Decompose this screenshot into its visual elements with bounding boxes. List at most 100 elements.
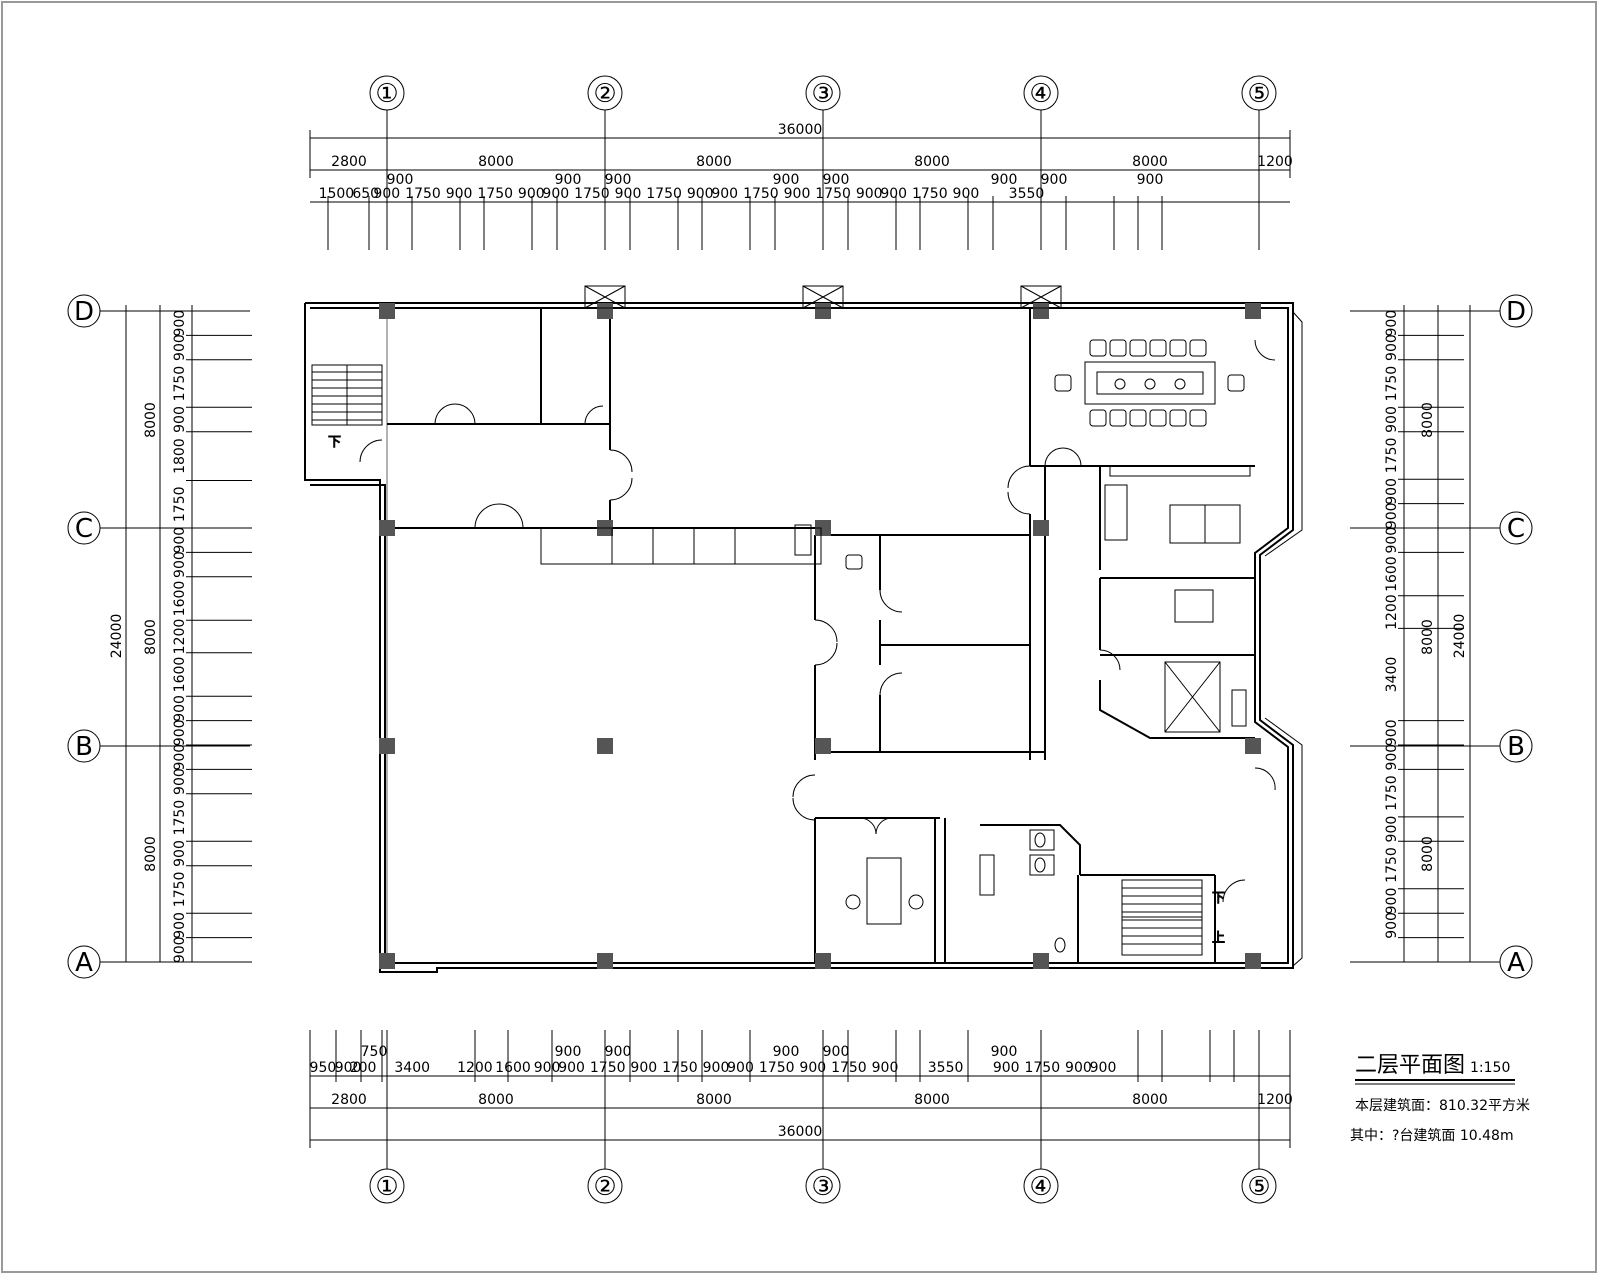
left-detail-dim: 1200 [172,619,188,655]
svg-text:②: ② [593,79,616,109]
svg-text:②: ② [593,1172,616,1202]
svg-text:①: ① [375,1172,398,1202]
right-detail-dim: 1750 [1384,366,1400,402]
right-detail-dim: 1750 [1384,438,1400,474]
top-detail-lower-dim: 900 [373,186,400,202]
left-detail-dim: 900 [172,551,188,578]
bottom-detail-lower-dim: 1750 [662,1060,698,1076]
axis-bubble-4: ④ [1023,75,1059,111]
bottom-detail-upper-dim: 900 [605,1044,632,1060]
right-dimensions [1350,305,1500,963]
left-detail-dim: 900 [172,527,188,554]
right-total-dim: 24000 [1452,614,1468,659]
right-detail-dim: 1750 [1384,847,1400,883]
right-detail-dim: 900 [1384,478,1400,505]
bottom-total-dim: 36000 [778,1124,823,1140]
left-detail-dim: 900 [172,768,188,795]
bottom-detail-lower-dim: 900 [335,1060,362,1076]
svg-text:⑤: ⑤ [1247,1172,1270,1202]
axis-bubble-5: ⑤ [1241,75,1277,111]
door-swings [359,339,1276,903]
axis-bubble-B: B [67,729,101,763]
bottom-bay-dim: 1200 [1257,1092,1293,1108]
office-furniture [794,484,1241,925]
left-detail-dim: 900 [172,912,188,939]
bottom-detail-upper-dim: 900 [555,1044,582,1060]
axis-bubble-C: C [67,511,101,545]
svg-text:C: C [75,514,93,544]
right-bay-dim: 8000 [1420,402,1436,438]
axis-bubble-D: D [67,294,101,328]
bottom-bay-dim: 8000 [696,1092,732,1108]
bottom-detail-lower-dim: 900 [1090,1060,1117,1076]
bottom-detail-lower-dim: 900 [630,1060,657,1076]
top-axis-bubbles: ① ② ③ ④ ⑤ [369,75,1277,111]
bottom-detail-lower-dim: 900 [727,1060,754,1076]
right-detail-dim: 900 [1384,502,1400,529]
bottom-bay-dim: 2800 [331,1092,367,1108]
left-detail-dim: 1750 [172,366,188,402]
right-detail-dim: 900 [1384,527,1400,554]
axis-bubble-2: ② [587,75,623,111]
left-bay-dim: 8000 [143,619,159,655]
svg-text:③: ③ [811,1172,834,1202]
svg-text:C: C [1507,514,1525,544]
bottom-axis-bubbles: ① ② ③ ④ ⑤ [369,1168,1277,1204]
svg-text:A: A [75,948,93,978]
top-dimensions [309,108,1291,250]
top-detail-lower-dim: 900 [953,186,980,202]
top-detail-lower-dim: 900 [615,186,642,202]
bottom-bay-dim: 8000 [914,1092,950,1108]
top-detail-lower-dim: 1750 [477,186,513,202]
top-detail-upper-dim: 900 [1137,172,1164,188]
left-detail-dim: 1750 [172,800,188,836]
svg-text:①: ① [375,79,398,109]
left-detail-dim: 1600 [172,657,188,693]
right-detail-dim: 900 [1384,406,1400,433]
svg-text:A: A [1507,948,1525,978]
top-detail-upper-dim: 900 [773,172,800,188]
top-detail-lower-dim: 1750 [815,186,851,202]
bottom-detail-lower-dim: 950 [310,1060,337,1076]
top-detail-lower-dim: 1750 [912,186,948,202]
right-detail-dim: 900 [1384,719,1400,746]
stair-up-mark: 上 [1212,931,1225,946]
axis-bubble-A: A [1499,945,1533,979]
right-detail-dim: 900 [1384,912,1400,939]
bottom-detail-upper-dim: 900 [823,1044,850,1060]
stair-down-mark: 下 [1212,891,1225,906]
axis-bubble-B: B [1499,729,1533,763]
bottom-detail-lower-dim: 3550 [928,1060,964,1076]
right-detail-dim: 900 [1384,744,1400,771]
top-detail-upper-dim: 900 [1041,172,1068,188]
title-block: 二层平面图 1:150 本层建筑面：810.32平方米 其中：?台建筑面 10.… [1350,1053,1530,1144]
conference-table [1054,339,1245,427]
top-dimension-text: 36000 2800 8000 8000 8000 8000 1200 900 … [331,122,1293,188]
top-detail-upper-dim: 900 [555,172,582,188]
top-bay-dim: 8000 [478,154,514,170]
axis-bubble-C: C [1499,511,1533,545]
top-detail-lower-dim: 1750 [574,186,610,202]
left-bay-dim: 8000 [143,402,159,438]
top-detail-lower-dim: 900 [711,186,738,202]
axis-bubble-A: A [67,945,101,979]
top-detail-lower-dim: 900 [542,186,569,202]
top-detail-lower-dim: 900 [880,186,907,202]
top-bay-dim: 8000 [1132,154,1168,170]
bottom-detail-lower-dim: 900 [703,1060,730,1076]
bottom-dimension-text: 36000 2800 8000 8000 8000 8000 1200 750 … [331,1044,1293,1140]
right-detail-dim: 900 [1384,334,1400,361]
left-detail-ticks: 9009001750900180017509009001600120016009… [172,310,252,963]
top-detail-lower-dim: 1750 [646,186,682,202]
left-bay-dim: 8000 [143,836,159,872]
axis-bubble-D: D [1499,294,1533,328]
bottom-detail-lower-dim: 900 [1065,1060,1092,1076]
right-detail-ticks: 9009001750900175090090090016001200340090… [1384,310,1464,939]
bottom-detail-lower-dim: 200 [350,1060,377,1076]
left-detail-dim: 900 [172,719,188,746]
top-detail-lower-dim: 650 [352,186,379,202]
left-axis-bubbles: D C B A [67,294,101,979]
